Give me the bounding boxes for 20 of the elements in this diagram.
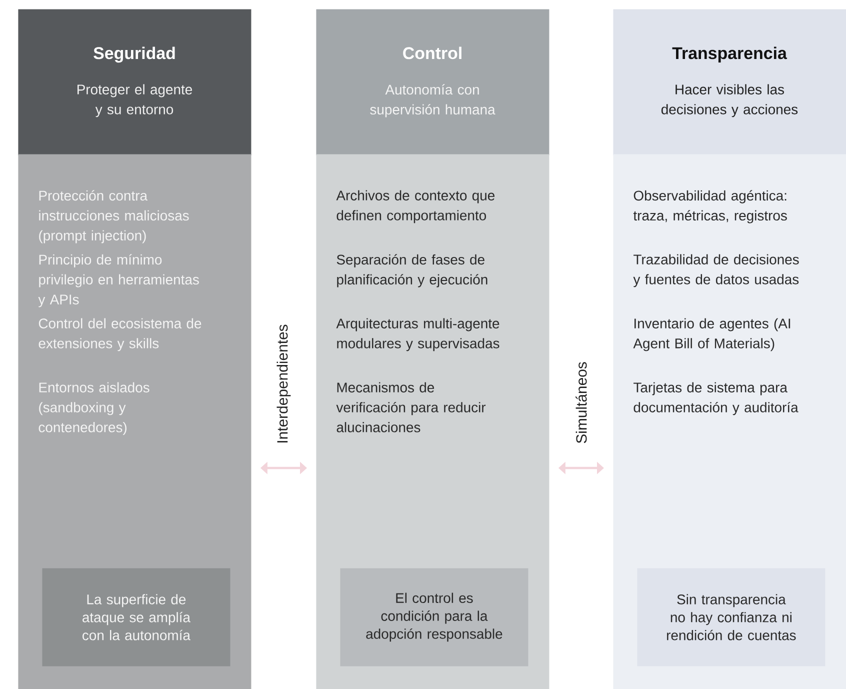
edge-label: Simultáneos	[576, 362, 587, 444]
list-item: Trazabilidad de decisiones y fuentes de datos usadas	[633, 254, 799, 288]
header-box: Transparencia Hacer visibles las decisiones y acciones	[613, 9, 846, 156]
list-item: Mecanismos de verificación para reducir alucinaciones	[336, 382, 486, 432]
list-item: Entornos aislados (sandboxing y contenedores)	[38, 382, 150, 436]
list-item: Control del ecosistema de extensiones y skills	[38, 318, 202, 352]
list-item: Inventario de agentes (AI Agent Bill of Materials)	[633, 318, 790, 352]
list-item: Protección contra instrucciones maliciosas (prompt injection)	[39, 190, 189, 244]
note-box: El control es condición para la adopción responsable	[340, 568, 528, 666]
note-box: La superficie de ataque se amplía con la autonomía	[42, 568, 230, 666]
edge-label: Interdependientes	[276, 324, 291, 442]
list-item: Tarjetas de sistema para documentación y auditoría	[634, 382, 798, 416]
header-box: Control Autonomía con supervisión humana	[316, 9, 550, 156]
list-item: Observabilidad agéntica: traza, métricas, registros	[633, 190, 787, 224]
header-box: Seguridad Proteger el agente y su entorno	[18, 9, 252, 156]
list-item: Arquitecturas multi-agente modulares y supervisadas	[336, 318, 500, 352]
list-item: Archivos de contexto que definen comportamiento	[336, 190, 494, 224]
note-box: Sin transparencia no hay confianza ni rendición de cuentas	[637, 568, 826, 666]
list-item: Principio de mínimo privilegio en herramientas y APIs	[38, 254, 199, 308]
list-item: Separación de fases de planificación y ejecución	[336, 254, 488, 288]
